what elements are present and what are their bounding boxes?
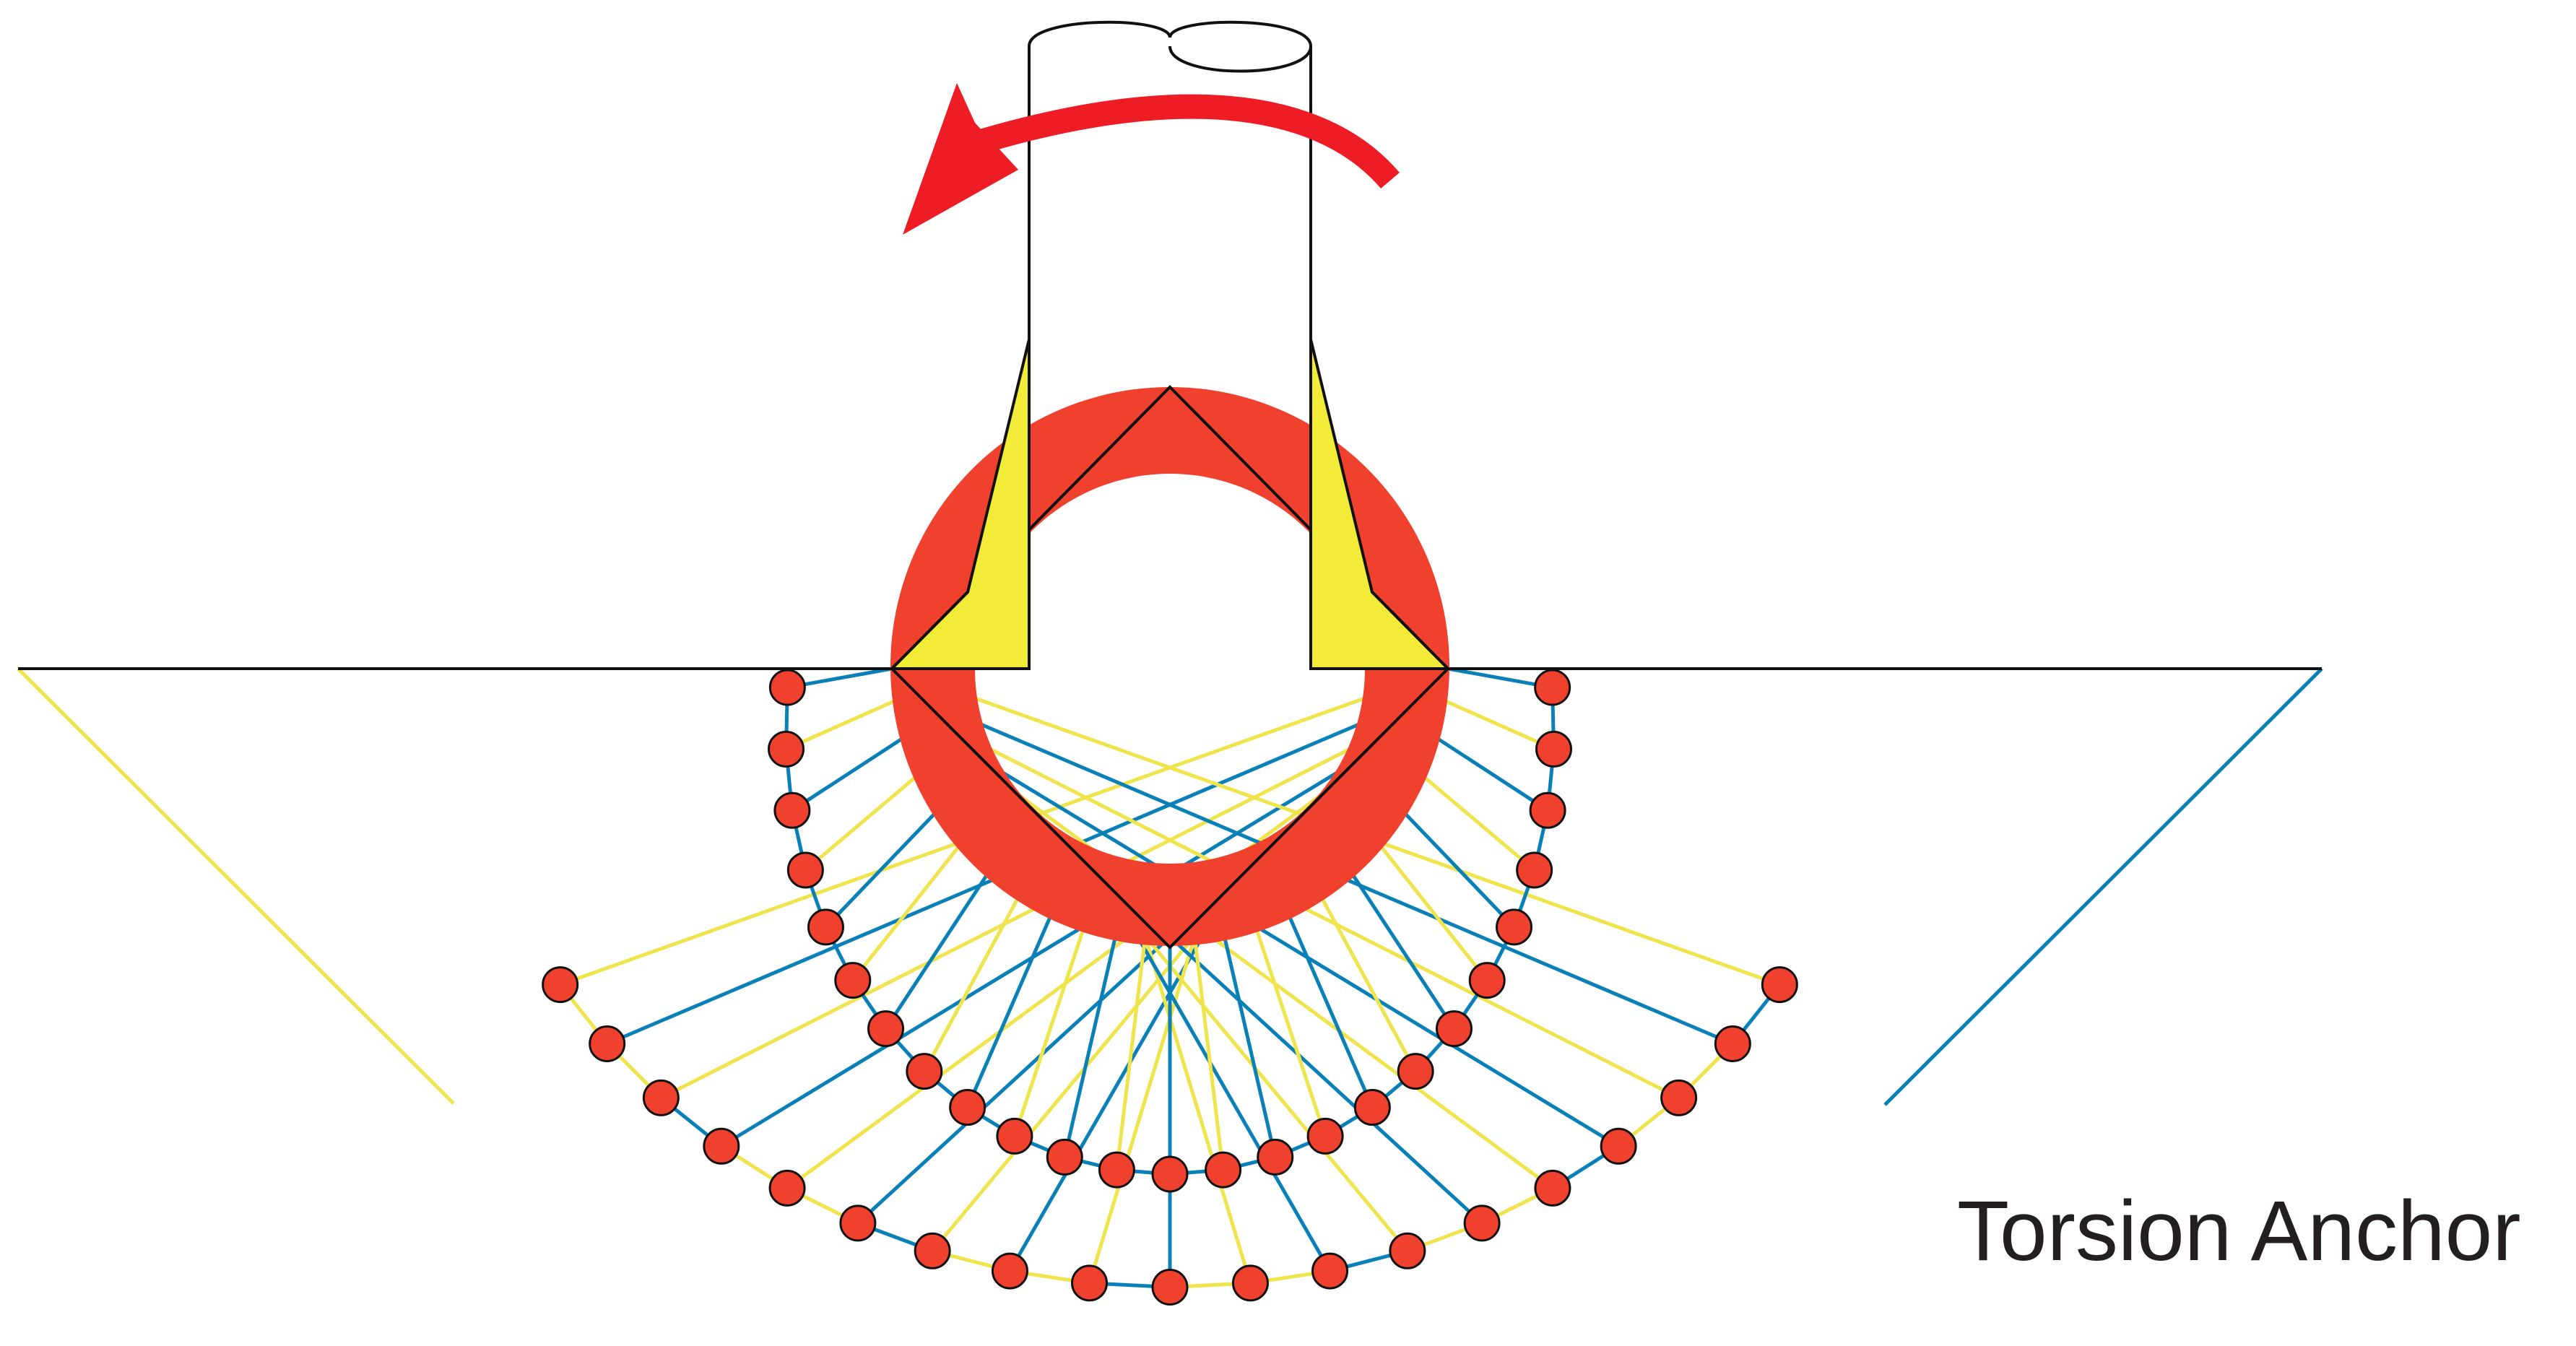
rotation-arrow-shaft <box>968 94 1400 189</box>
outer-cable <box>1137 916 1252 1284</box>
diagram-caption: Torsion Anchor <box>1957 1184 2521 1279</box>
inner-bead <box>996 1117 1033 1155</box>
inner-bead <box>768 669 806 706</box>
outer-bead <box>1071 1264 1109 1302</box>
outer-bead <box>642 1079 680 1116</box>
cable-group <box>17 667 2323 1289</box>
inner-bead <box>867 1010 905 1048</box>
outer-bead <box>1389 1232 1426 1269</box>
outer-bead <box>1660 1079 1698 1116</box>
inner-bead <box>906 1053 943 1090</box>
inner-bead <box>786 851 824 889</box>
inner-bead <box>773 791 811 829</box>
inner-bead <box>1098 1151 1135 1189</box>
inner-bead <box>1516 851 1553 889</box>
inner-bead <box>1496 908 1533 946</box>
rotation-arrow-head <box>903 83 1018 235</box>
funnel-cable-left <box>17 667 455 1105</box>
inner-bead <box>1529 791 1566 829</box>
funnel-cable-right <box>1883 667 2323 1106</box>
inner-bead <box>834 962 872 999</box>
counter-clockwise-arrow-icon <box>903 83 1400 235</box>
anchor-shaft <box>1028 20 1313 669</box>
outer-bead <box>542 966 579 1004</box>
outer-bead <box>991 1252 1028 1290</box>
inner-bead <box>1535 730 1572 768</box>
inner-cable <box>1191 924 1226 1171</box>
inner-bead <box>1205 1151 1242 1189</box>
outer-bead <box>1311 1252 1349 1290</box>
outer-cable <box>953 729 1680 1100</box>
inner-bead <box>768 730 805 768</box>
outer-cable <box>660 729 1387 1100</box>
shaft-top-cap <box>1028 20 1313 73</box>
inner-cable <box>1114 924 1149 1171</box>
inner-bead <box>1397 1053 1434 1090</box>
inner-bead <box>949 1089 986 1126</box>
outer-bead <box>768 1169 806 1207</box>
bead-group <box>542 669 1798 1306</box>
inner-bead <box>1534 669 1571 706</box>
outer-bead <box>1600 1127 1637 1165</box>
inner-bead <box>1306 1117 1344 1155</box>
inner-cable <box>1214 900 1278 1158</box>
inner-bead <box>1353 1089 1391 1126</box>
outer-bead <box>1151 1269 1189 1306</box>
outer-bead <box>1714 1025 1751 1063</box>
outer-bead <box>1463 1204 1501 1242</box>
inner-bead <box>1435 1010 1473 1048</box>
outer-bead <box>703 1127 740 1165</box>
outer-bead <box>1761 966 1798 1004</box>
outer-bead <box>914 1232 951 1269</box>
inner-bead <box>1046 1138 1083 1176</box>
outer-bead <box>589 1025 626 1063</box>
inner-bead <box>1257 1138 1294 1176</box>
inner-cable <box>1062 900 1126 1158</box>
outer-bead <box>1534 1169 1571 1207</box>
outer-cable <box>984 760 1620 1148</box>
outer-cable <box>720 760 1356 1148</box>
inner-bead <box>807 908 844 946</box>
outer-bead <box>1231 1264 1269 1302</box>
inner-bead <box>1468 962 1506 999</box>
inner-bead <box>1151 1155 1189 1193</box>
outer-bead <box>839 1204 877 1242</box>
outer-cable <box>1088 916 1203 1284</box>
